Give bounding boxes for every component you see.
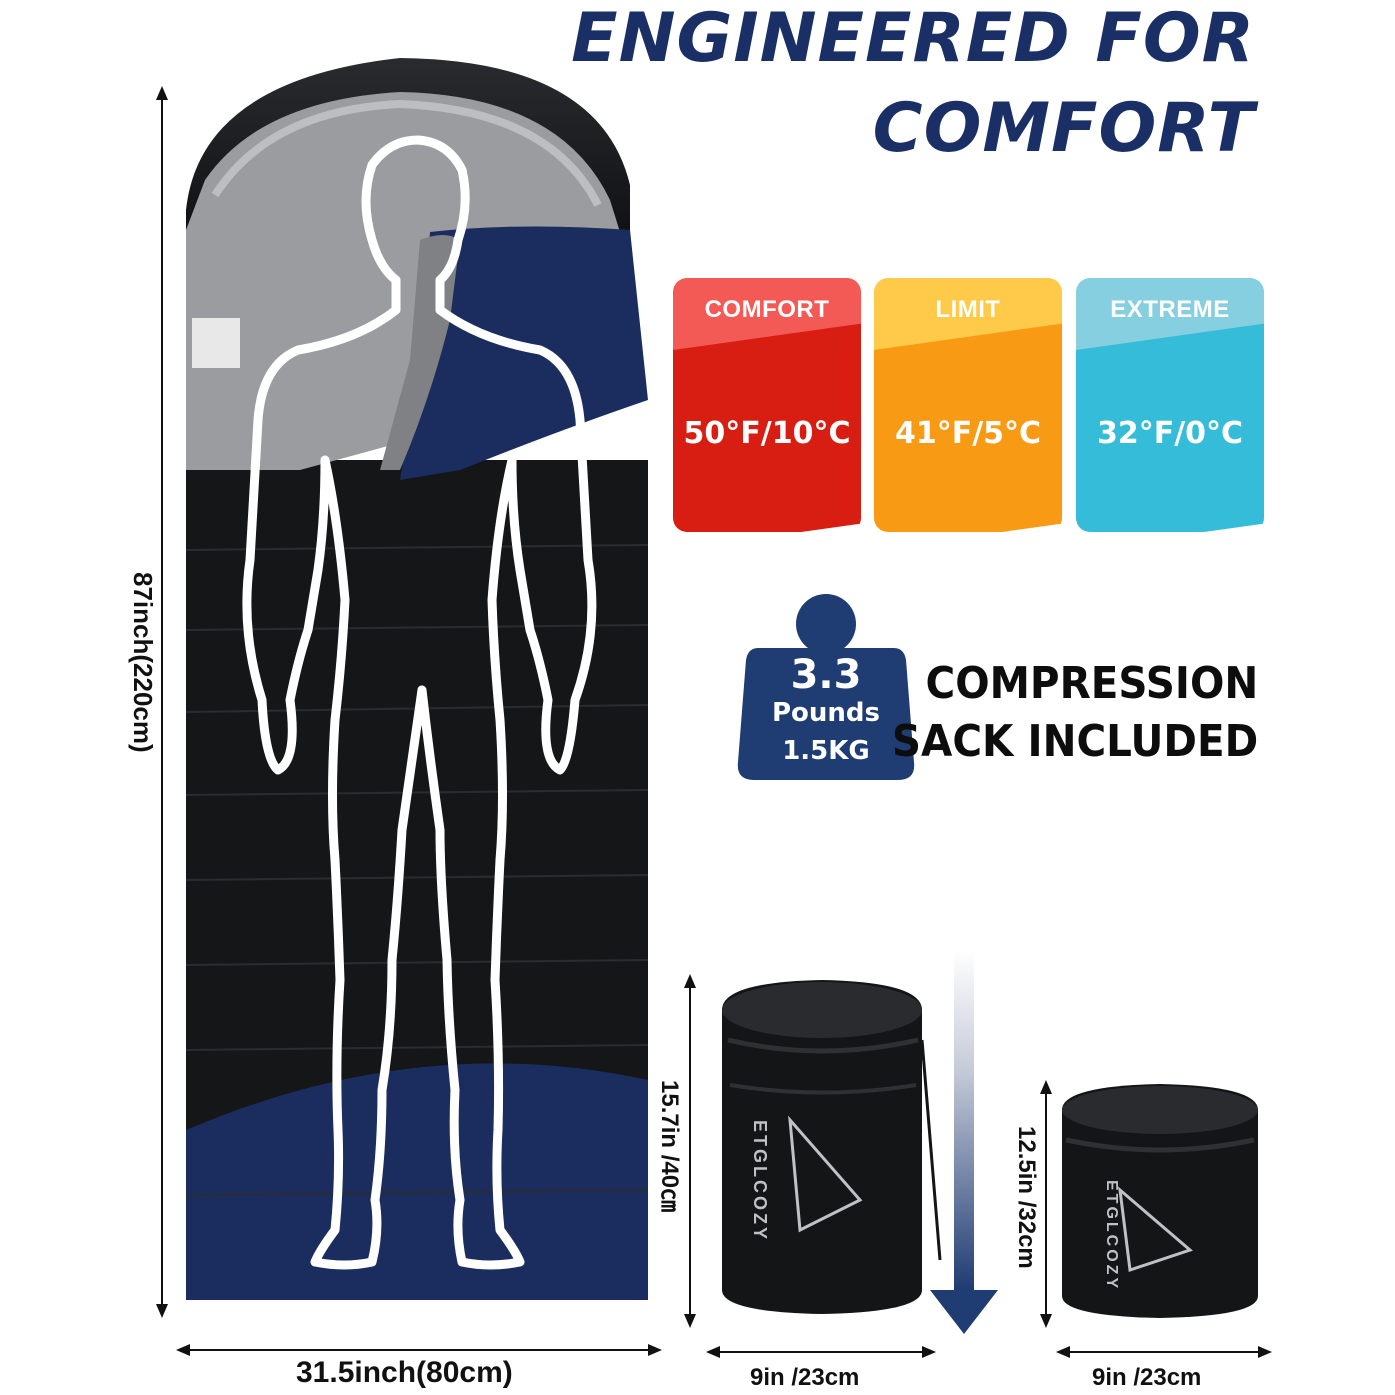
- temp-value: 50°F/10°C: [683, 416, 851, 451]
- temp-label: EXTREME: [1110, 296, 1230, 323]
- sack-large-width-arrow: [706, 1346, 936, 1358]
- temp-value: 32°F/0°C: [1096, 416, 1244, 451]
- bag-length-label: 87inch(220cm): [128, 572, 158, 753]
- sack-small-height-label: 12.5in /32cm: [1013, 1126, 1040, 1269]
- quilting-lines: [185, 544, 649, 1196]
- compression-sack-large: [722, 980, 942, 1314]
- care-label: [192, 318, 240, 368]
- temp-card-extreme: EXTREME 32°F/0°C: [1076, 278, 1264, 532]
- bag-length-arrow: [156, 86, 168, 1318]
- compression-line-2: SACK INCLUDED: [891, 716, 1258, 767]
- temp-label: LIMIT: [935, 296, 1001, 323]
- bag-flap: [400, 226, 648, 480]
- bag-lining: [186, 92, 620, 470]
- compression-line-1: COMPRESSION: [925, 658, 1258, 709]
- temp-card-limit: LIMIT 41°F/5°C: [874, 278, 1062, 532]
- compression-sack-small: [1062, 1084, 1258, 1318]
- sack-large-width-label: 9in /23cm: [750, 1364, 860, 1391]
- sack-small-width-label: 9in /23cm: [1092, 1364, 1202, 1391]
- temp-label: COMFORT: [704, 296, 830, 323]
- bag-foot-section: [186, 1063, 648, 1300]
- temp-card-comfort: COMFORT 50°F/10°C: [673, 278, 861, 532]
- sack-small-height-arrow: [1040, 1080, 1052, 1328]
- weight-value: 3.3: [790, 652, 862, 698]
- shrink-arrow: [930, 950, 998, 1334]
- sack-small-width-arrow: [1056, 1346, 1272, 1358]
- human-outline: [242, 135, 597, 1270]
- headline-line-1: ENGINEERED FOR: [571, 0, 1255, 78]
- compression-text: COMPRESSION SACK INCLUDED: [892, 655, 1258, 771]
- temp-value: 41°F/5°C: [894, 416, 1042, 451]
- bag-width-label: 31.5inch(80cm): [296, 1356, 513, 1389]
- weight-icon: [737, 594, 915, 780]
- bag-width-arrow: [176, 1344, 662, 1356]
- headline-line-2: COMFORT: [872, 89, 1255, 168]
- weight-metric: 1.5KG: [782, 736, 870, 766]
- sack-large-height-label: 15.7in /40㎝: [656, 1080, 683, 1213]
- headline: ENGINEERED FOR COMFORT: [571, 0, 1255, 174]
- brand-mark-large: ETGLCOZY: [750, 1120, 770, 1242]
- weight-unit: Pounds: [771, 698, 881, 728]
- brand-mark-small: ETGLCOZY: [1103, 1180, 1120, 1292]
- sack-large-height-arrow: [684, 974, 696, 1328]
